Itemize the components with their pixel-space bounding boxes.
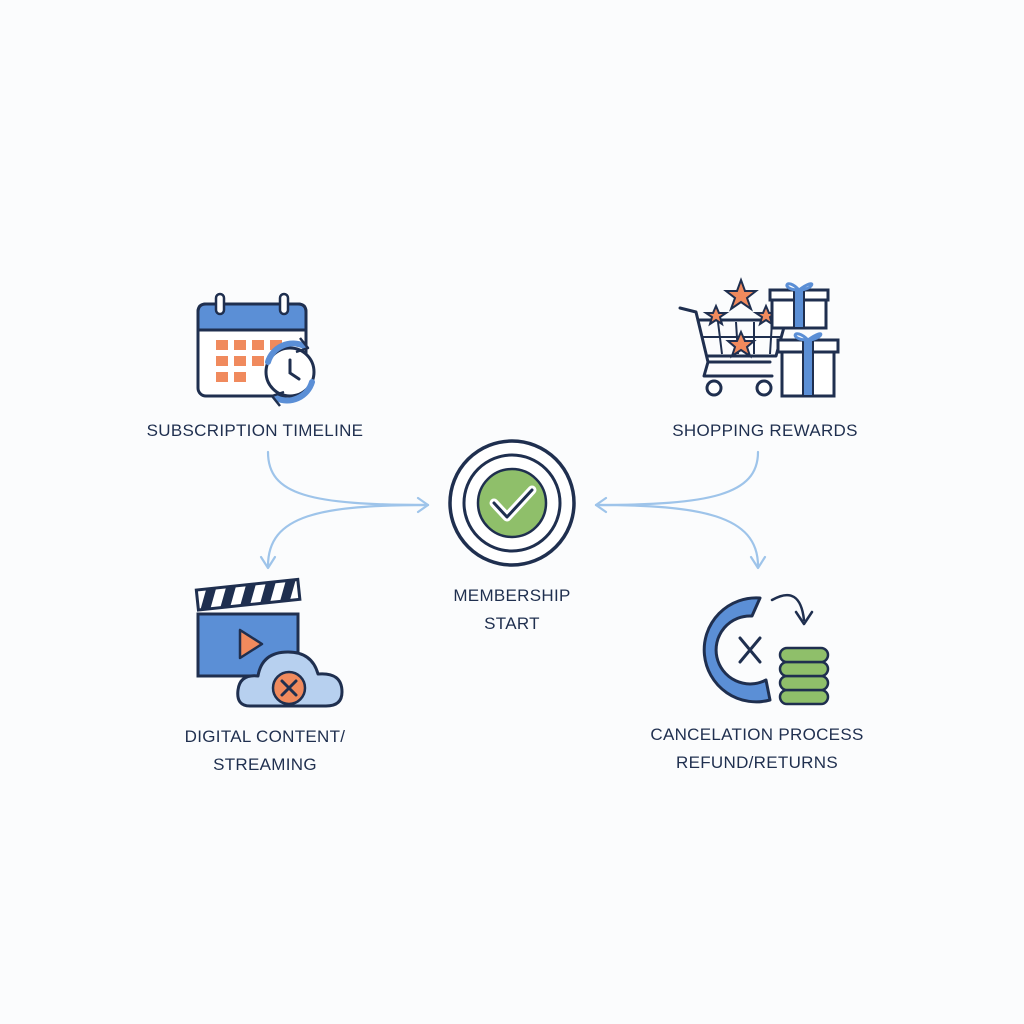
connector-membership-to-digital (259, 503, 430, 570)
subscription-timeline-text: SUBSCRIPTION TIMELINE (146, 421, 364, 440)
digital-content-label: DIGITAL CONTENT/ STREAMING (130, 723, 400, 779)
connector-shopping-to-membership (594, 450, 760, 514)
cancelation-process-label: CANCELATION PROCESS REFUND/RETURNS (612, 721, 902, 777)
digital-content-line2: STREAMING (213, 755, 317, 774)
cancelation-process-line2: REFUND/RETURNS (676, 753, 838, 772)
digital-content-line1: DIGITAL CONTENT/ (184, 727, 346, 746)
connector-subscription-to-membership (266, 450, 430, 514)
shopping-rewards-label: SHOPPING REWARDS (630, 417, 900, 445)
membership-start-label: MEMBERSHIP START (400, 582, 624, 638)
membership-start-line2: START (484, 614, 540, 633)
connector-membership-to-cancel (594, 503, 767, 570)
shopping-rewards-text: SHOPPING REWARDS (672, 421, 858, 440)
cancelation-process-line1: CANCELATION PROCESS (650, 725, 864, 744)
membership-start-line1: MEMBERSHIP (453, 586, 571, 605)
subscription-timeline-label: SUBSCRIPTION TIMELINE (120, 417, 390, 445)
